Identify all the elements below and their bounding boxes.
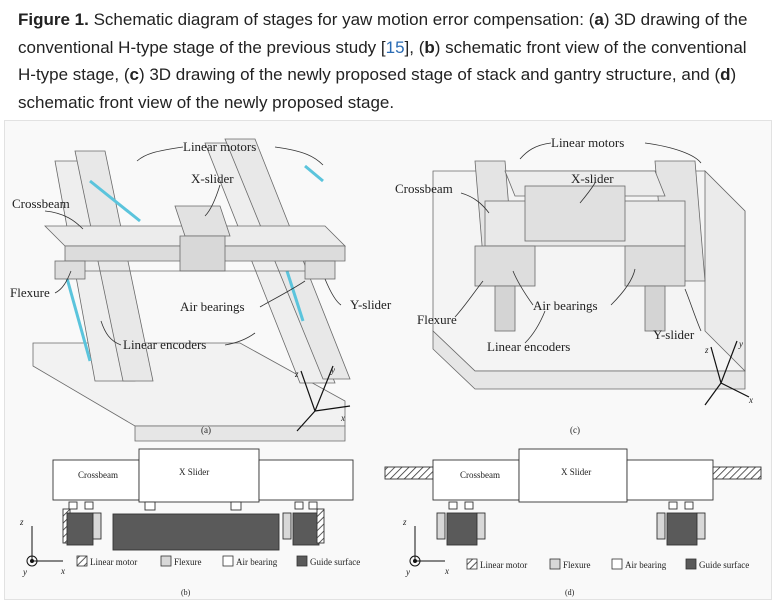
axis-label-x: x	[444, 566, 449, 576]
legend-label: Linear motor	[480, 560, 527, 570]
reference-link[interactable]: 15	[385, 37, 405, 57]
axis-label-z: z	[19, 517, 24, 527]
label-linear-motors: Linear motors	[551, 135, 624, 150]
axis-label-y: y	[22, 567, 27, 577]
legend-label: Flexure	[174, 557, 202, 567]
legend-swatch-linear-motor	[76, 555, 88, 567]
legend-label: Guide surface	[699, 560, 749, 570]
label-flexure: Flexure	[10, 285, 50, 300]
axis-label-x: x	[748, 395, 753, 405]
caption-panel-c-letter: c	[129, 65, 139, 84]
label-air-bearings: Air bearings	[180, 299, 245, 314]
label-y-slider: Y-slider	[350, 297, 392, 312]
legend-swatch-air-bearing	[222, 555, 234, 567]
label-flexure: Flexure	[417, 312, 457, 327]
label-linear-encoders: Linear encoders	[123, 337, 206, 352]
legend-swatch-guide-surface	[296, 555, 308, 567]
label-x-slider: X Slider	[179, 467, 209, 477]
legend-swatch-flexure	[549, 558, 561, 570]
legend-label: Flexure	[563, 560, 591, 570]
label-x-slider: X Slider	[561, 467, 591, 477]
figure-label: Figure 1.	[18, 10, 89, 29]
caption-text: ) schematic front view of the convention…	[18, 37, 747, 85]
figure-caption: Figure 1. Schematic diagram of stages fo…	[18, 6, 760, 116]
axis-label-z: z	[294, 369, 299, 379]
caption-panel-b-letter: b	[424, 37, 435, 57]
panel-b-sublabel: (b)	[181, 588, 191, 597]
panel-b-drawing	[52, 448, 354, 551]
panel-d-drawing	[384, 448, 762, 546]
figure-image: Linear motors X-slider Crossbeam Flexure…	[4, 120, 772, 600]
axis-label-y: y	[738, 339, 743, 349]
caption-text: ) 3D drawing of the newly proposed stage…	[138, 65, 721, 84]
caption-panel-a-letter: a	[594, 10, 604, 29]
legend-label: Air bearing	[236, 557, 278, 567]
axis-label-y: y	[330, 365, 335, 375]
panel-c-sublabel: (c)	[570, 425, 580, 435]
label-crossbeam: Crossbeam	[78, 470, 118, 480]
figure-drawing: Linear motors X-slider Crossbeam Flexure…	[10, 135, 762, 597]
axis-label-y: y	[405, 567, 410, 577]
legend-swatch-guide-surface	[685, 558, 697, 570]
caption-text: Schematic diagram of stages for yaw moti…	[88, 10, 595, 29]
caption-text: ) schematic front view of the newly prop…	[18, 65, 737, 112]
legend-label: Air bearing	[625, 560, 667, 570]
label-crossbeam: Crossbeam	[460, 470, 500, 480]
legend-label: Guide surface	[310, 557, 360, 567]
axis-label-x: x	[60, 566, 65, 576]
label-x-slider: X-slider	[571, 171, 614, 186]
label-x-slider: X-slider	[191, 171, 234, 186]
label-crossbeam: Crossbeam	[12, 196, 70, 211]
legend-d	[466, 558, 697, 570]
legend-swatch-linear-motor	[466, 558, 478, 570]
label-air-bearings: Air bearings	[533, 298, 598, 313]
caption-text: ], (	[404, 37, 425, 57]
panel-a-sublabel: (a)	[201, 425, 211, 435]
axis-label-x: x	[340, 413, 345, 423]
label-crossbeam: Crossbeam	[395, 181, 453, 196]
caption-panel-d-letter: d	[720, 65, 731, 84]
label-linear-encoders: Linear encoders	[487, 339, 570, 354]
legend-swatch-flexure	[160, 555, 172, 567]
axis-label-z: z	[704, 345, 709, 355]
panel-a-drawing	[32, 138, 351, 442]
legend-swatch-air-bearing	[611, 558, 623, 570]
label-linear-motors: Linear motors	[183, 139, 256, 154]
axis-label-z: z	[402, 517, 407, 527]
legend-b	[76, 555, 308, 567]
caption-text: ) 3D drawing of the conventional H-type …	[18, 10, 748, 57]
label-y-slider: Y-slider	[653, 327, 695, 342]
legend-label: Linear motor	[90, 557, 137, 567]
panel-c-drawing	[432, 160, 746, 390]
panel-d-sublabel: (d)	[565, 588, 575, 597]
